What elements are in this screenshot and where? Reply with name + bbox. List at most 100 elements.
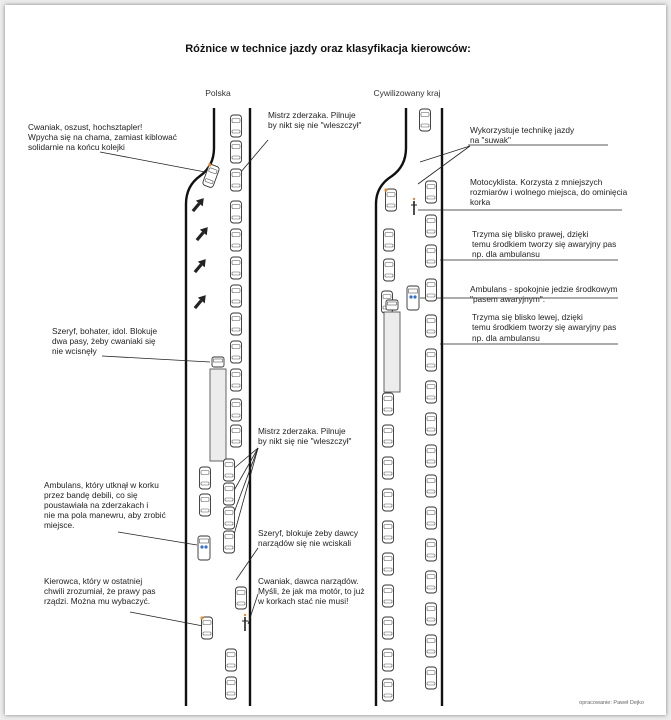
annotation-line: by nikt się nie "wleszczył" [258, 436, 352, 446]
annotation-line: Wpycha się na chama, zamiast kiblować [28, 132, 177, 142]
car [230, 140, 242, 164]
annotation-line: np. dla ambulansu [472, 333, 540, 343]
annotation-line: Cwaniak, dawca narządów. [258, 576, 359, 586]
sheriff-truck [209, 356, 227, 462]
car [223, 506, 235, 530]
annotation-line: Szeryf, blokuje żeby dawcy [258, 528, 359, 538]
car [230, 398, 242, 422]
car [230, 114, 242, 138]
annotation-line: na "suwak" [470, 135, 511, 145]
late-driver-car [200, 616, 213, 640]
vehicles [191, 108, 437, 702]
ambulance-stuck [197, 535, 211, 561]
car [230, 368, 242, 392]
annotation-line: nie wcisnęły [52, 346, 98, 356]
annotation-line: np. dla ambulansu [472, 249, 540, 259]
annotation-line: Myśli, że jak ma motór, to już [258, 586, 365, 596]
car [382, 456, 394, 480]
annotation-line: Trzyma się blisko prawej, dzięki [472, 229, 588, 239]
car [425, 244, 437, 268]
car [382, 648, 394, 672]
car [225, 648, 237, 672]
car [425, 444, 437, 468]
car [230, 168, 242, 192]
annotation-line: Mistrz zderzaka. Pilnuje [268, 110, 356, 120]
car [425, 634, 437, 658]
annotation-line: przez bandę debili, co się [44, 490, 138, 500]
annotation-line: korka [470, 197, 491, 207]
car [382, 584, 394, 608]
car [382, 552, 394, 576]
annotation-line: Mistrz zderzaka. Pilnuje [258, 426, 346, 436]
car [425, 180, 437, 204]
annotation-line: Wykorzystuje technikę jazdy [470, 125, 575, 135]
annotation-line: Trzyma się blisko lewej, dzięki [472, 312, 583, 322]
truck [383, 299, 401, 393]
annotation-line: rozmiarów i wolnego miejsca, do ominięci… [470, 187, 628, 197]
annotation-line: rządzi. Można mu wybaczyć. [44, 596, 150, 606]
car [425, 538, 437, 562]
car [230, 284, 242, 308]
annotation-line: Szeryf, bohater, idol. Blokuje [52, 326, 158, 336]
car [425, 314, 437, 338]
car [425, 412, 437, 436]
arrow-icon [191, 198, 204, 213]
annotation-line: dwa pasy, żeby cwaniaki się [52, 336, 156, 346]
annotation-line: Kierowca, który w ostatniej [44, 576, 142, 586]
diagram-title: Różnice w technice jazdy oraz klasyfikac… [185, 43, 471, 55]
car [230, 228, 242, 252]
car [383, 228, 395, 252]
leader-lines-left [99, 139, 269, 627]
column-header-right: Cywilizowany kraj [373, 88, 440, 98]
car [425, 602, 437, 626]
annotation-line: poustawiała na zderzakach i [44, 500, 148, 510]
annotations-cywilizowany: Wykorzystuje technikę jazdy na "suwak" M… [470, 125, 628, 343]
credit: opracowanie: Paweł Dejko [579, 700, 644, 706]
car [383, 258, 395, 282]
car [425, 506, 437, 530]
annotations-polska: Cwaniak, oszust, hochsztapler! Wpycha si… [28, 110, 365, 606]
car [382, 616, 394, 640]
arrow-icon [193, 259, 206, 274]
car [382, 424, 394, 448]
motorcycle [411, 197, 417, 215]
ambulance-free [406, 285, 420, 311]
annotation-line: chwili zrozumiał, że prawy pas [44, 586, 156, 596]
annotation-line: w korkach stać nie musi! [257, 596, 348, 606]
motorcycle [242, 613, 248, 631]
car [199, 493, 211, 517]
car [225, 676, 237, 700]
zipper-car [384, 188, 397, 212]
diagram-frame [5, 5, 666, 715]
car [382, 520, 394, 544]
annotation-line: Ambulans, który utknął w korku [44, 480, 159, 490]
leader-lines-right [417, 144, 622, 345]
car [425, 380, 437, 404]
car [419, 108, 431, 132]
road-polska [184, 108, 252, 706]
car [199, 466, 211, 490]
car [223, 458, 235, 482]
annotation-line: Motocyklista. Korzysta z mniejszych [470, 177, 603, 187]
annotation-line: temu środkiem tworzy się awaryjny pas [472, 322, 616, 332]
car [382, 678, 394, 702]
annotation-line: "pasem awaryjnym". [470, 294, 545, 304]
annotation-line: by nikt się nie "wleszczył" [268, 120, 362, 130]
car [230, 200, 242, 224]
car [230, 312, 242, 336]
car [235, 586, 247, 610]
car [425, 570, 437, 594]
car [223, 482, 235, 506]
car [382, 392, 394, 416]
car [382, 488, 394, 512]
annotation-line: Ambulans - spokojnie jedzie środkowym [470, 284, 618, 294]
car [223, 530, 235, 554]
car [425, 278, 437, 302]
annotation-line: miejsce. [44, 520, 74, 530]
annotation-line: Cwaniak, oszust, hochsztapler! [28, 122, 142, 132]
car [425, 348, 437, 372]
annotation-line: temu środkiem tworzy się awaryjny pas [472, 239, 616, 249]
annotation-line: nie ma pola manewru, aby zrobić [44, 510, 166, 520]
road-cywilizowany [374, 108, 444, 706]
